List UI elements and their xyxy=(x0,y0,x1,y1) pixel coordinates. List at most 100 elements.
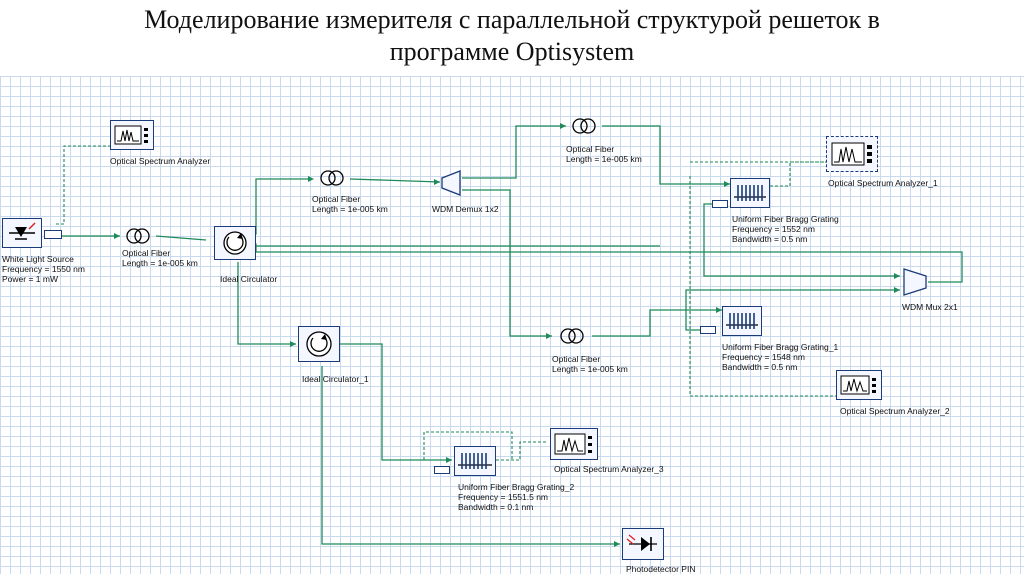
arrow-mux-in1 xyxy=(894,273,900,279)
fbg-2-port[interactable] xyxy=(434,466,450,474)
osa-1-block[interactable] xyxy=(826,136,878,172)
link-fiber3-fbg0 xyxy=(602,125,730,185)
circulator-icon xyxy=(223,231,247,255)
grating-icon xyxy=(726,313,758,329)
fiber-3-block[interactable] xyxy=(566,116,602,136)
source-power: Power = 1 mW xyxy=(2,274,58,284)
fiber-4-name: Optical Fiber xyxy=(552,354,601,364)
fiber-3-name: Optical Fiber xyxy=(566,144,615,154)
fbg-0-frequency: Frequency = 1552 nm xyxy=(732,224,815,234)
title-line-2: программе Optisystem xyxy=(389,37,635,66)
fbg-1-label: Uniform Fiber Bragg Grating_1 Frequency … xyxy=(722,342,838,372)
monitor-fbg0-osa1 xyxy=(770,161,826,187)
fbg-0-bandwidth: Bandwidth = 0.5 nm xyxy=(732,234,808,244)
fbg-1-block[interactable] xyxy=(722,306,762,336)
monitor-fbg2-osa3 xyxy=(496,441,548,461)
spectrum-icon xyxy=(114,125,148,145)
link-fiber2-demux xyxy=(349,178,441,183)
photodetector-block[interactable] xyxy=(622,528,664,560)
schematic-canvas: White Light Source Frequency = 1550 nm P… xyxy=(0,76,1024,574)
fiber-4-block[interactable] xyxy=(554,326,590,346)
fbg-1-port[interactable] xyxy=(700,326,716,334)
arrow-fbg0-in xyxy=(724,181,730,187)
source-icon xyxy=(9,222,36,240)
arrow-circ1-in xyxy=(290,341,296,347)
arrow-fiber3 xyxy=(560,123,566,129)
source-frequency: Frequency = 1550 nm xyxy=(2,264,85,274)
white-light-source-block[interactable] xyxy=(2,218,42,248)
fbg-2-bandwidth: Bandwidth = 0.1 nm xyxy=(458,502,534,512)
spectrum-icon xyxy=(840,375,876,395)
osa-2-label: Optical Spectrum Analyzer_2 xyxy=(840,406,950,416)
fiber-2-label: Optical Fiber Length = 1e-005 km xyxy=(312,194,388,214)
link-fbg1-mux xyxy=(685,289,900,331)
fiber-1-block[interactable] xyxy=(120,226,156,246)
wdm-demux-label: WDM Demux 1x2 xyxy=(432,204,499,214)
link-circ1-fbg2 xyxy=(340,343,452,461)
link-demux-fiber3 xyxy=(462,125,566,179)
fbg-2-label: Uniform Fiber Bragg Grating_2 Frequency … xyxy=(458,482,574,512)
fbg-1-frequency: Frequency = 1548 nm xyxy=(722,352,805,362)
arrow-fbg2-in xyxy=(446,457,452,463)
fbg-0-port[interactable] xyxy=(712,200,728,208)
arrow-fbg1-in xyxy=(716,307,722,313)
fbg-0-label: Uniform Fiber Bragg Grating Frequency = … xyxy=(732,214,839,244)
fbg-2-frequency: Frequency = 1551.5 nm xyxy=(458,492,549,502)
grating-icon xyxy=(734,185,766,201)
osa-0-block[interactable] xyxy=(110,120,154,150)
fiber-1-name: Optical Fiber xyxy=(122,248,171,258)
fiber-coil-icon xyxy=(320,170,344,186)
fiber-coil-icon xyxy=(560,328,584,344)
osa-3-label: Optical Spectrum Analyzer_3 xyxy=(554,464,664,474)
fbg-1-name: Uniform Fiber Bragg Grating_1 xyxy=(722,342,839,352)
source-name: White Light Source xyxy=(2,254,74,264)
fbg-0-block[interactable] xyxy=(730,178,770,208)
osa-3-block[interactable] xyxy=(550,428,598,460)
link-circ0-circ1 xyxy=(237,262,296,345)
mux-icon xyxy=(903,268,927,296)
monitor-fbg2-loop xyxy=(423,431,513,460)
fiber-3-label: Optical Fiber Length = 1e-005 km xyxy=(566,144,642,164)
wdm-mux-block[interactable] xyxy=(902,268,928,296)
grating-icon xyxy=(458,453,492,469)
fiber-4-label: Optical Fiber Length = 1e-005 km xyxy=(552,354,628,374)
arrow-mux-in2 xyxy=(894,287,900,293)
circulator-1-label: Ideal Circulator_1 xyxy=(302,374,369,384)
links-layer xyxy=(56,123,963,547)
monitor-fbg1-osa2 xyxy=(689,176,836,397)
fbg-2-name: Uniform Fiber Bragg Grating_2 xyxy=(458,482,575,492)
fiber-2-block[interactable] xyxy=(314,168,350,188)
fiber-1-label: Optical Fiber Length = 1e-005 km xyxy=(122,248,198,268)
osa-2-block[interactable] xyxy=(836,370,882,400)
fiber-2-length: Length = 1e-005 km xyxy=(312,204,388,214)
spectrum-icon xyxy=(831,142,872,166)
fbg-0-name: Uniform Fiber Bragg Grating xyxy=(732,214,839,224)
photodetector-label: Photodetector PIN xyxy=(626,564,696,574)
monitor-source-osa0 xyxy=(56,145,110,225)
arrow-pd-in xyxy=(614,541,620,547)
wdm-demux-block[interactable] xyxy=(440,170,462,196)
arrow-fiber2 xyxy=(308,176,314,182)
slide-title: Моделирование измерителя с параллельной … xyxy=(0,4,1024,68)
osa-0-label: Optical Spectrum Analyzer xyxy=(110,156,211,166)
fbg-1-bandwidth: Bandwidth = 0.5 nm xyxy=(722,362,798,372)
photodiode-icon xyxy=(626,534,657,551)
link-fiber1-circ0 xyxy=(155,235,207,241)
wdm-mux-label: WDM Mux 2x1 xyxy=(902,302,958,312)
circulator-1-block[interactable] xyxy=(298,326,340,362)
fbg-2-block[interactable] xyxy=(454,446,496,476)
demux-icon xyxy=(441,170,461,196)
title-line-1: Моделирование измерителя с параллельной … xyxy=(144,5,880,34)
spectrum-icon xyxy=(554,433,592,455)
osa-1-label: Optical Spectrum Analyzer_1 xyxy=(828,178,938,188)
link-fbg0-mux xyxy=(703,203,900,277)
source-label: White Light Source Frequency = 1550 nm P… xyxy=(2,254,85,284)
link-circ1-pd xyxy=(321,366,620,545)
fiber-coil-icon xyxy=(572,118,596,134)
circulator-0-label: Ideal Circulator xyxy=(220,274,278,284)
circulator-0-block[interactable] xyxy=(214,226,256,260)
fiber-3-length: Length = 1e-005 km xyxy=(566,154,642,164)
fiber-coil-icon xyxy=(126,228,150,244)
arrow-demux-in xyxy=(434,179,440,185)
source-out-port[interactable] xyxy=(44,230,62,239)
